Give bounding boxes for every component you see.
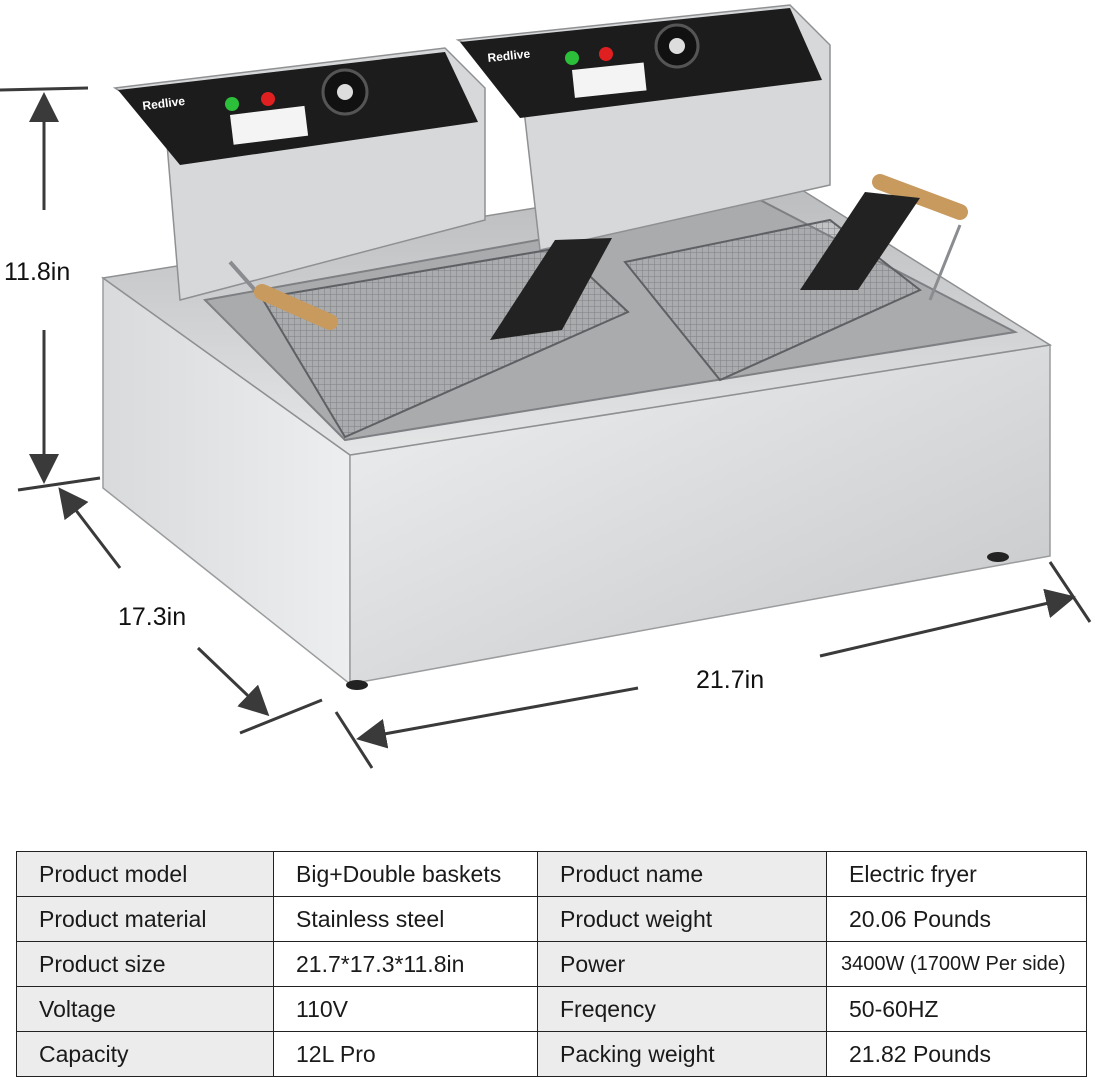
width-guide-left xyxy=(334,711,374,769)
spec-label: Product size xyxy=(16,941,274,987)
spec-value: 110V xyxy=(273,986,538,1032)
heat-light-left xyxy=(261,92,275,106)
depth-arrow-up xyxy=(58,487,122,569)
spec-value: Big+Double baskets xyxy=(273,851,538,897)
basket-handle-left xyxy=(254,284,338,330)
spec-value: 12L Pro xyxy=(273,1031,538,1077)
depth-guide xyxy=(239,698,323,735)
depth-arrow-down xyxy=(196,646,270,717)
table-row: Product size 21.7*17.3*11.8in Power 3400… xyxy=(16,941,1087,987)
basket-handle-right xyxy=(872,174,968,220)
spec-value: 21.82 Pounds xyxy=(826,1031,1087,1077)
table-row: Capacity 12L Pro Packing weight 21.82 Po… xyxy=(16,1031,1087,1077)
table-row: Product material Stainless steel Product… xyxy=(16,896,1087,942)
spec-value: 50-60HZ xyxy=(826,986,1087,1032)
basket-hook-right xyxy=(800,192,920,290)
power-light-right xyxy=(565,51,579,65)
width-arrow-left xyxy=(356,686,639,749)
height-guide-bottom xyxy=(17,476,101,492)
spec-value: 3400W (1700W Per side) xyxy=(826,941,1087,987)
product-illustration: Redlive Redlive xyxy=(0,4,1092,769)
power-light-left xyxy=(225,97,239,111)
brand-logo-left: Redlive xyxy=(142,94,186,113)
spec-label: Product name xyxy=(537,851,827,897)
heat-light-right xyxy=(599,47,613,61)
fryer-drawing: Redlive Redlive xyxy=(0,4,1092,769)
spec-value: 21.7*17.3*11.8in xyxy=(273,941,538,987)
height-guide-top xyxy=(0,86,89,92)
spec-label: Freqency xyxy=(537,986,827,1032)
spec-label: Power xyxy=(537,941,827,987)
spec-label: Product model xyxy=(16,851,274,897)
width-dimension-label: 21.7in xyxy=(696,666,765,694)
spec-value: 20.06 Pounds xyxy=(826,896,1087,942)
spec-label: Capacity xyxy=(16,1031,274,1077)
spec-label: Product weight xyxy=(537,896,827,942)
table-row: Product model Big+Double baskets Product… xyxy=(16,851,1087,897)
height-dimension-label: 11.8in xyxy=(4,258,71,286)
width-guide-right xyxy=(1048,561,1092,623)
width-arrow-right xyxy=(819,588,1076,658)
spec-label: Packing weight xyxy=(537,1031,827,1077)
spec-label: Product material xyxy=(16,896,274,942)
basket-hook-left xyxy=(490,238,612,340)
brand-logo-right: Redlive xyxy=(487,47,531,65)
spec-label: Voltage xyxy=(16,986,274,1032)
spec-value: Electric fryer xyxy=(826,851,1087,897)
spec-table: Product model Big+Double baskets Product… xyxy=(16,851,1087,1077)
spec-value: Stainless steel xyxy=(273,896,538,942)
depth-dimension-label: 17.3in xyxy=(118,603,187,631)
table-row: Voltage 110V Freqency 50-60HZ xyxy=(16,986,1087,1032)
